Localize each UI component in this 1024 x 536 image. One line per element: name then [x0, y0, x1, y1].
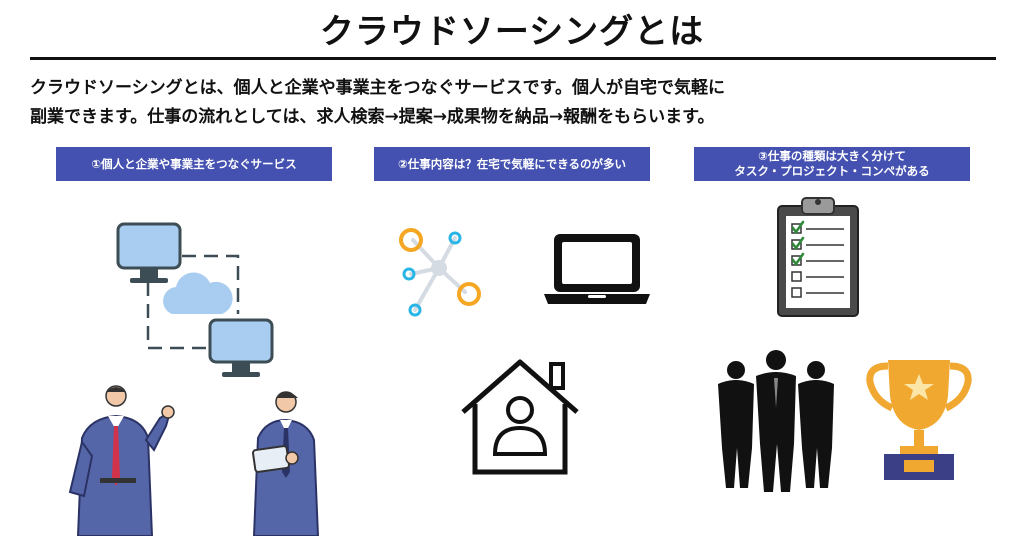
description-line-1: クラウドソーシングとは、個人と企業や事業主をつなぐサービスです。個人が自宅で気軽… — [30, 78, 725, 98]
section-banner-1-text: ①個人と企業や事業主をつなぐサービス — [91, 156, 297, 171]
section-banner-1: ①個人と企業や事業主をつなぐサービス — [56, 147, 332, 181]
section-banner-3-line-2: タスク・プロジェクト・コンペがある — [734, 164, 930, 178]
description: クラウドソーシングとは、個人と企業や事業主をつなぐサービスです。個人が自宅で気軽… — [30, 74, 1000, 132]
section-banner-3-line-1: ③仕事の種類は大きく分けて — [758, 149, 906, 163]
section-banner-2-text: ②仕事内容は？在宅で気軽にできるのが多い — [397, 156, 626, 171]
clipboard-checklist-icon — [777, 197, 859, 317]
businessman-tablet-icon — [252, 391, 320, 536]
cloud-icon — [163, 272, 233, 314]
dashed-connection — [146, 254, 240, 350]
title-divider — [30, 57, 996, 60]
network-nodes-icon — [399, 228, 481, 317]
monitor-icon — [116, 222, 182, 283]
connection-illustration — [116, 222, 274, 377]
section-banner-2: ②仕事内容は？在宅で気軽にできるのが多い — [374, 147, 650, 181]
trophy-icon — [866, 360, 972, 480]
page-title: クラウドソーシングとは — [319, 12, 705, 52]
section-banner-3: ③仕事の種類は大きく分けて タスク・プロジェクト・コンペがある — [694, 147, 970, 181]
business-team-silhouette-icon — [718, 350, 834, 492]
monitor-icon — [208, 318, 274, 377]
laptop-icon — [544, 234, 650, 304]
house-person-icon — [461, 359, 579, 475]
description-line-2: 副業できます。仕事の流れとしては、求人検索→提案→成果物を納品→報酬をもらいます… — [30, 107, 715, 127]
businessman-presenting-icon — [68, 385, 175, 536]
